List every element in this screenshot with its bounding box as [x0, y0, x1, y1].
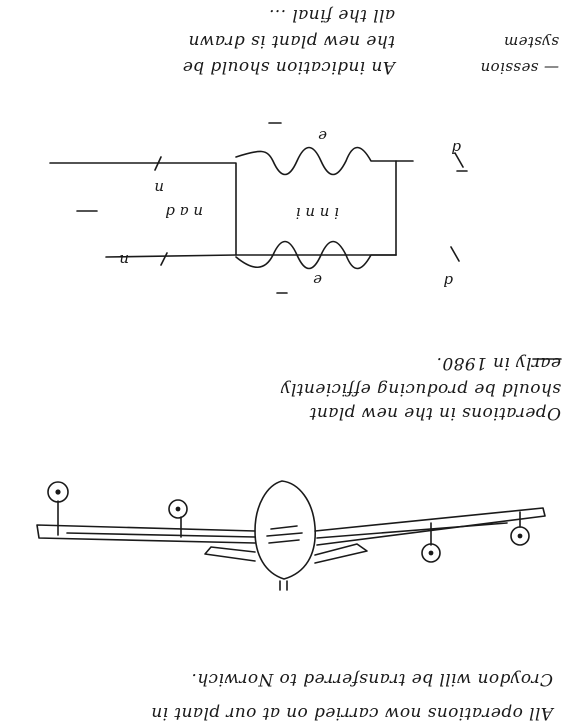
- diagram-spring-bottom: [235, 146, 397, 176]
- note-line-final: all the final ...: [268, 5, 395, 25]
- note-line-plant-drawn: the new plant is drawn: [188, 31, 395, 51]
- diagram-label-side-top: d: [443, 272, 453, 290]
- aeroplane-drawing: [36, 480, 546, 591]
- diagram-label-left-bottom: n: [119, 251, 129, 269]
- note-line-indication: An indication should be: [182, 57, 395, 77]
- diagram-label-inner-right: n a d: [165, 203, 203, 221]
- diagram-dashes: [76, 122, 468, 294]
- diagram-spring-top: [235, 240, 397, 270]
- diagram-label-inner-left: i n n i: [296, 204, 339, 222]
- diagram-label-inner-top: e: [318, 127, 327, 145]
- diagram-label-inner-bottom: e: [313, 271, 322, 289]
- block-diagram: d d n n e e i n n i n a d: [49, 122, 468, 294]
- diagram-upper-line: [49, 162, 397, 256]
- diagram-label-left-top: n: [154, 179, 164, 197]
- diagram-lower-line: [105, 254, 237, 258]
- diagram-tick-marks: [154, 152, 464, 266]
- side-note-session: — session: [480, 59, 559, 77]
- side-note-system: system: [503, 33, 559, 51]
- diagram-label-side-bottom: d: [451, 139, 461, 157]
